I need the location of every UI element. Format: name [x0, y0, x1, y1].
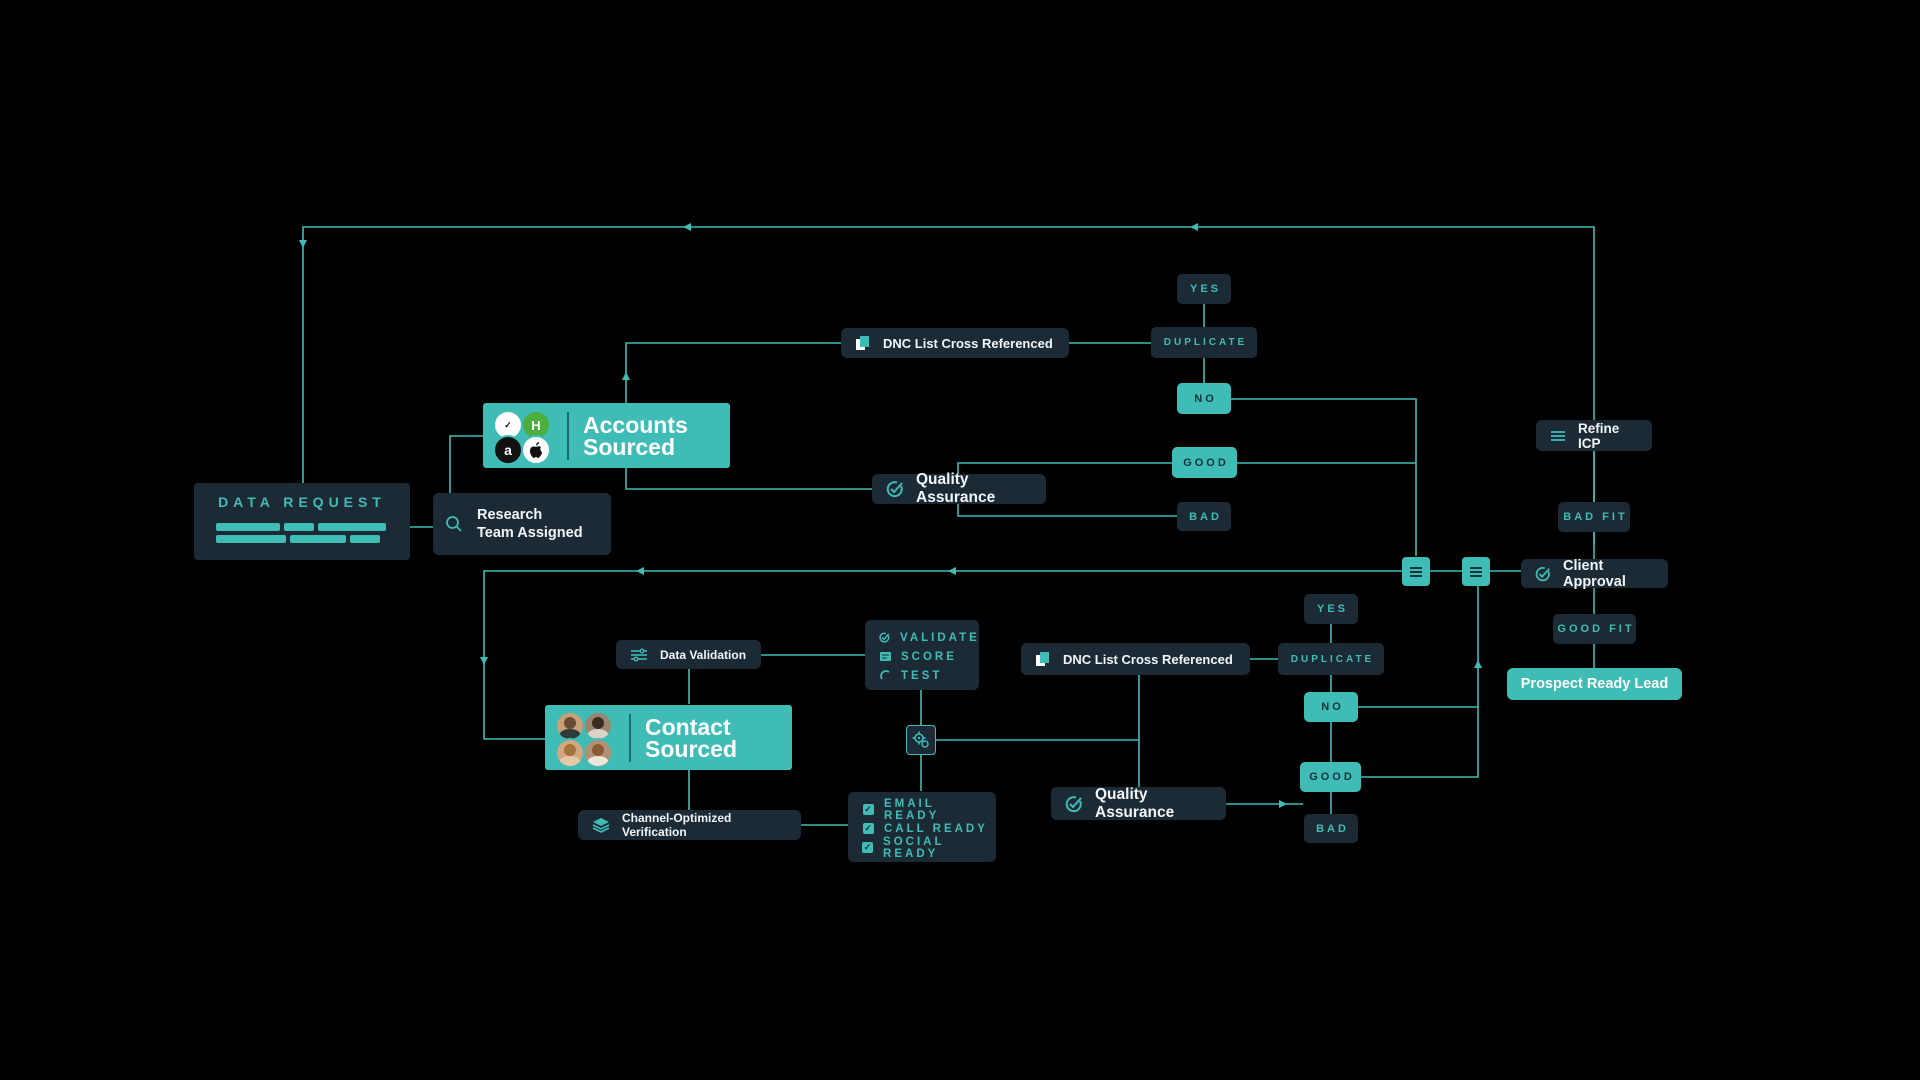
accounts-divider [567, 411, 569, 460]
avatar [555, 738, 585, 768]
filter-icon [1550, 429, 1566, 443]
accounts-sourced-node[interactable]: ✓ H a Accounts Sourced [483, 403, 730, 468]
search-icon [445, 515, 463, 533]
sliders-icon [630, 648, 648, 662]
check-circle-icon [1535, 566, 1551, 582]
validate-item: VALIDATE [879, 628, 979, 647]
top-qa-node[interactable]: Quality Assurance [872, 471, 1046, 506]
avatar [555, 711, 585, 741]
channel-ready-list: ✓ EMAIL READY ✓ CALL READY ✓ SOCIAL READ… [848, 792, 996, 862]
call-ready-item: ✓ CALL READY [862, 819, 996, 838]
social-ready-item: ✓ SOCIAL READY [862, 835, 945, 860]
top-yes-pill: YES [1177, 274, 1231, 304]
checkbox-icon: ✓ [862, 842, 874, 853]
research-line1: Research [477, 507, 543, 523]
top-qa-label: Quality Assurance [916, 471, 996, 506]
copy-icon [855, 335, 871, 351]
bottom-no-pill: NO [1304, 692, 1358, 722]
top-dnc-label: DNC List Cross Referenced [883, 335, 1053, 351]
contact-line2: Sourced [645, 735, 738, 762]
refine-icp-node[interactable]: Refine ICP [1536, 420, 1652, 451]
refine-icp-label: Refine ICP [1578, 420, 1620, 451]
bottom-duplicate-pill: DUPLICATE [1278, 643, 1384, 675]
top-dnc-node[interactable]: DNC List Cross Referenced [841, 328, 1069, 358]
research-team-node[interactable]: Research Team Assigned [433, 493, 611, 555]
bottom-qa-node[interactable]: Quality Assurance [1051, 785, 1226, 821]
test-item: TEST [879, 666, 979, 685]
accounts-line1: Accounts [583, 411, 688, 438]
bottom-qa-label: Quality Assurance [1095, 785, 1175, 821]
validation-steps-list: VALIDATE SCORE TEST [865, 620, 979, 690]
prospect-ready-lead-node[interactable]: Prospect Ready Lead [1507, 668, 1682, 700]
score-icon [879, 652, 891, 661]
bottom-good-pill: GOOD [1300, 762, 1361, 792]
data-validation-node[interactable]: Data Validation [616, 640, 761, 669]
channel-verification-node[interactable]: Channel-Optimized Verification [578, 810, 801, 840]
contact-sourced-node[interactable]: Contact Sourced [545, 705, 792, 770]
top-bad-pill: BAD [1177, 502, 1231, 531]
amazon-logo-icon: a [493, 435, 523, 465]
bottom-bad-pill: BAD [1304, 814, 1358, 843]
email-ready-item: ✓ EMAIL READY [862, 798, 996, 822]
avatar [583, 711, 613, 741]
data-validation-label: Data Validation [660, 647, 747, 662]
apple-logo-icon [521, 435, 551, 465]
score-item: SCORE [879, 647, 979, 666]
layers-icon [592, 817, 610, 833]
gear-icon [906, 725, 936, 755]
top-duplicate-pill: DUPLICATE [1151, 327, 1257, 358]
top-good-pill: GOOD [1172, 447, 1237, 478]
copy-icon [1035, 651, 1051, 667]
list-connector-icon [1462, 557, 1490, 586]
refresh-icon [879, 670, 891, 681]
checkbox-icon: ✓ [862, 823, 874, 834]
contact-line1: Contact [645, 713, 731, 740]
bottom-dnc-node[interactable]: DNC List Cross Referenced [1021, 643, 1250, 675]
research-line2: Team Assigned [477, 525, 583, 541]
company-logos: ✓ H a [483, 403, 555, 468]
top-no-pill: NO [1177, 383, 1231, 414]
prospect-ready-label: Prospect Ready Lead [1520, 676, 1669, 692]
client-approval-label: Client Approval [1563, 557, 1626, 590]
data-request-card[interactable]: DATA REQUEST [194, 483, 410, 560]
check-circle-icon [879, 632, 890, 643]
channel-verification-label: Channel-Optimized Verification [622, 811, 732, 839]
checkbox-icon: ✓ [862, 804, 874, 815]
list-connector-icon [1402, 557, 1430, 586]
data-request-title: DATA REQUEST [218, 494, 386, 510]
good-fit-pill: GOOD FIT [1553, 614, 1636, 644]
bad-fit-pill: BAD FIT [1558, 502, 1630, 532]
check-circle-icon [886, 480, 904, 498]
contact-avatars [545, 705, 617, 770]
client-approval-node[interactable]: Client Approval [1521, 557, 1668, 590]
accounts-line2: Sourced [583, 433, 676, 460]
bottom-dnc-label: DNC List Cross Referenced [1063, 651, 1233, 667]
check-circle-icon [1065, 795, 1083, 813]
bottom-yes-pill: YES [1304, 594, 1358, 624]
contact-divider [629, 713, 631, 762]
avatar [583, 738, 613, 768]
